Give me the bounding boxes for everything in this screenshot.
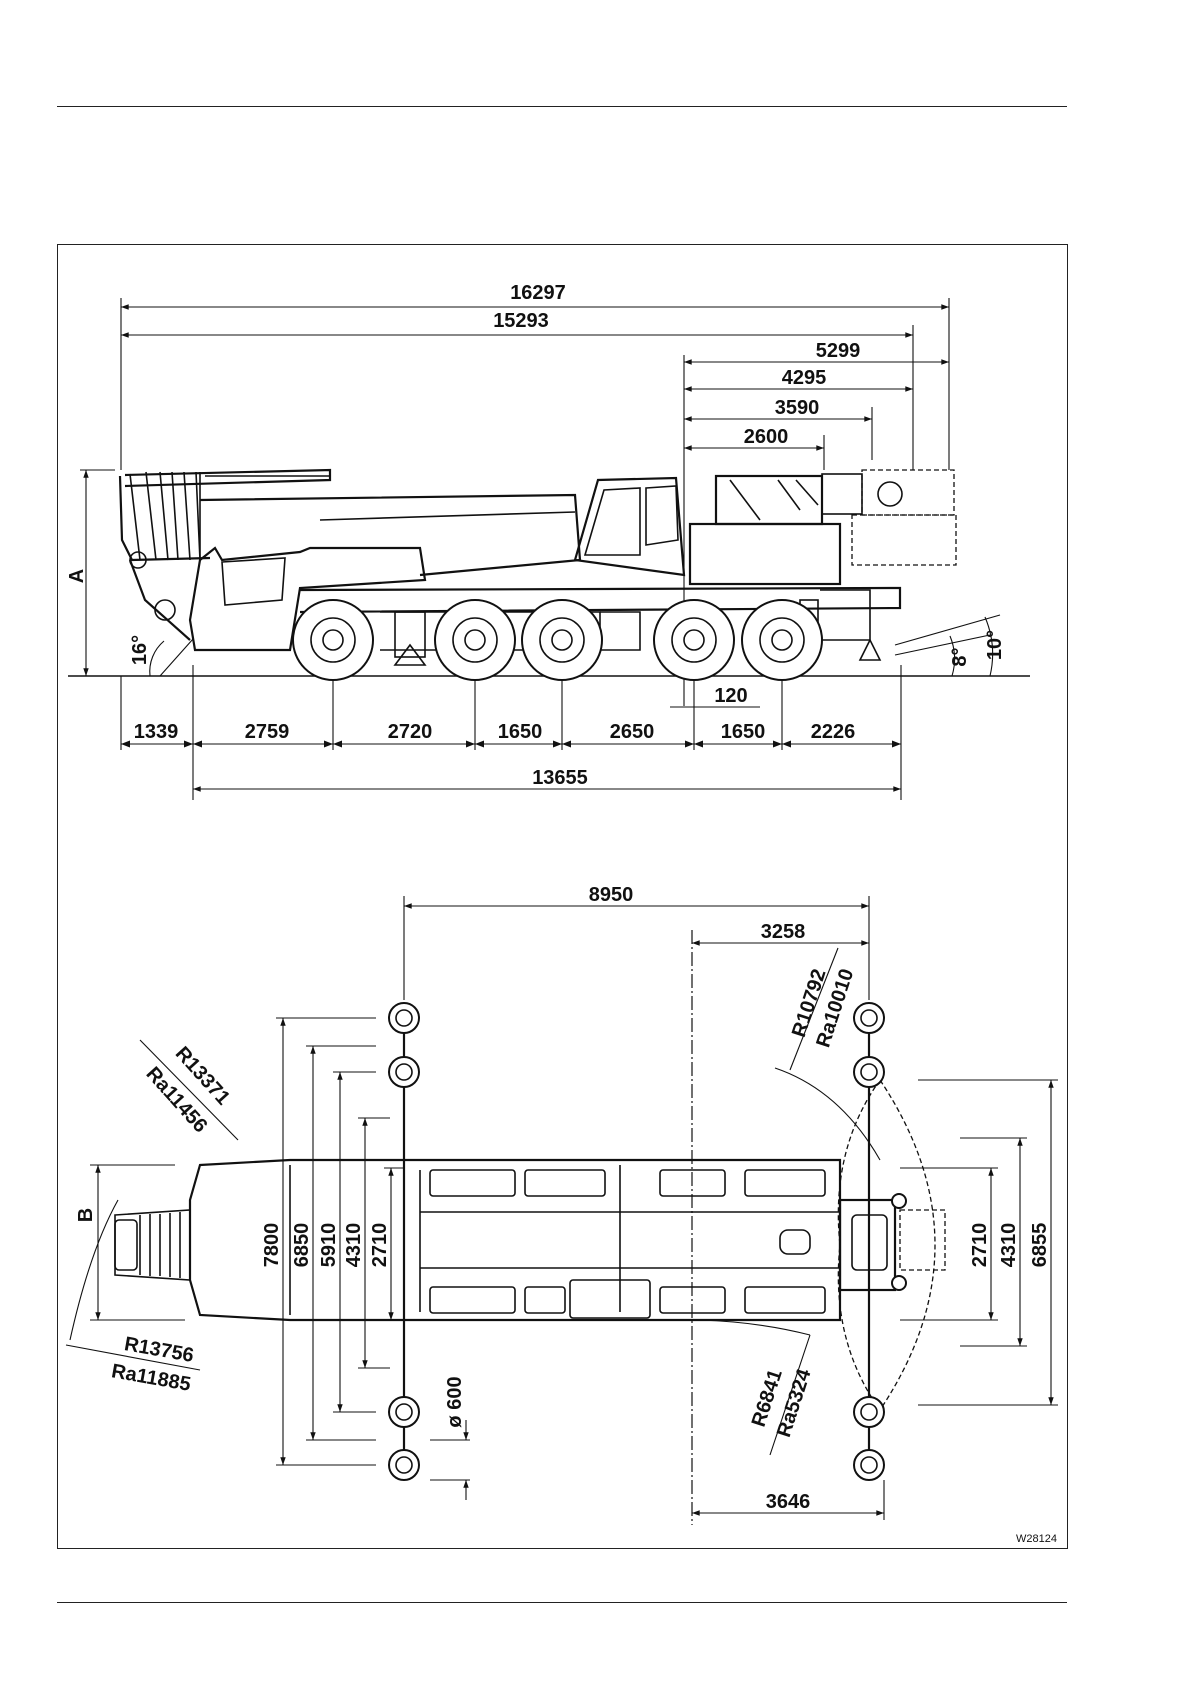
left-width-7800: 7800 [261,1223,283,1268]
approach-angle: 16° [129,635,151,665]
dim-length-2: 15293 [493,310,549,332]
right-width-6855: 6855 [1029,1223,1051,1268]
plan-view: 8950 3258 R13371 Ra11456 R13756 Ra11885 … [66,884,1058,1525]
right-width-4310: 4310 [998,1223,1020,1268]
drawing-reference: W28124 [1016,1533,1057,1545]
axle-dim-1: 1339 [134,721,179,743]
crane-plan-silhouette [115,1003,945,1480]
left-width-4310: 4310 [343,1223,365,1268]
dim-overall-length: 16297 [510,282,566,304]
right-width-2710: 2710 [969,1223,991,1268]
dim-rear-4: 2600 [744,426,789,448]
plan-dim-3646: 3646 [766,1491,811,1513]
left-width-2710: 2710 [369,1223,391,1268]
pad-diameter: ø 600 [444,1376,466,1427]
axle-dim-2: 2759 [245,721,290,743]
departure-angle-10: 10° [984,630,1006,660]
departure-angle-8: 8° [949,647,971,666]
width-label-B: B [75,1208,97,1222]
left-width-6850: 6850 [291,1223,313,1268]
wheelbase-total: 13655 [532,767,588,789]
dim-rear-1: 5299 [816,340,861,362]
axle-dim-4: 1650 [498,721,543,743]
front-radius-lower-Ra: Ra11885 [110,1360,193,1396]
side-view: 16297 15293 5299 4295 3590 2600 A 16° 8°… [66,282,1030,800]
crane-side-silhouette [120,470,956,680]
plan-dim-3258: 3258 [761,921,806,943]
height-label-A: A [66,569,88,583]
dim-rear-2: 4295 [782,367,827,389]
left-width-5910: 5910 [318,1223,340,1268]
plan-dim-8950: 8950 [589,884,634,906]
dim-offset-120: 120 [714,685,747,707]
axle-dim-3: 2720 [388,721,433,743]
outriggers [389,1003,906,1480]
axle-dim-6: 1650 [721,721,766,743]
axle-dim-7: 2226 [811,721,856,743]
dim-rear-3: 3590 [775,397,820,419]
axle-dim-5: 2650 [610,721,655,743]
